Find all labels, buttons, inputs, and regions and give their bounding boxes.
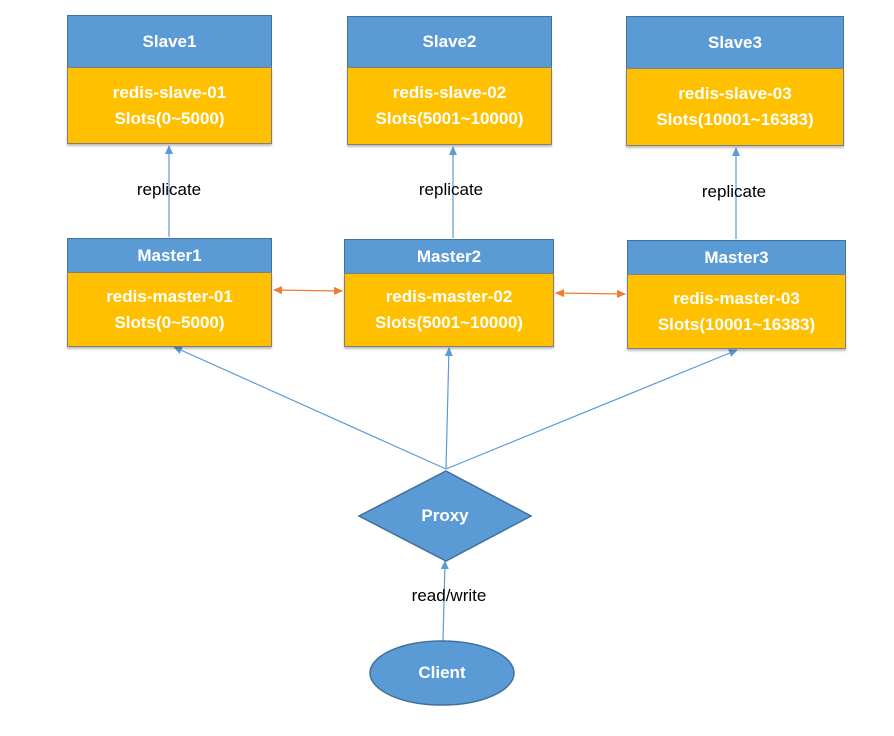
client-ellipse[interactable] [369,640,515,706]
proxy-edge-master3 [445,349,738,470]
client-edge-proxy [440,560,449,642]
proxy-diamond[interactable] [357,470,533,562]
master-name-2: redis-master-02 [385,287,513,306]
replicate-label-1: replicate [136,180,202,199]
proxy-edge-master2 [444,347,453,470]
master-node-1[interactable]: Master1 redis-master-01 Slots(0~5000) [67,238,272,347]
slave-node-2[interactable]: Slave2 redis-slave-02 Slots(5001~10000) [347,16,552,145]
slave-node-1[interactable]: Slave1 redis-slave-01 Slots(0~5000) [67,15,272,144]
slave-header-3: Slave3 [626,16,844,69]
master-link-1-2 [273,286,343,295]
slave-name-1: redis-slave-01 [112,82,227,102]
proxy-label: Proxy [421,506,469,525]
replicate-label-3: replicate [701,182,767,201]
master-body-2: redis-master-02 Slots(5001~10000) [344,273,554,347]
slave-slots-1: Slots(0~5000) [114,108,225,128]
master-link-2-3 [555,289,626,298]
master-body-3: redis-master-03 Slots(10001~16383) [627,274,846,349]
master-slots-2: Slots(5001~10000) [375,313,523,332]
slave-slots-3: Slots(10001~16383) [656,110,814,129]
master-node-3[interactable]: Master3 redis-master-03 Slots(10001~1638… [627,240,846,349]
master-header-1: Master1 [67,238,272,273]
slave-name-3: redis-slave-03 [678,84,792,103]
slave-slots-2: Slots(5001~10000) [375,109,524,128]
slave-node-3[interactable]: Slave3 redis-slave-03 Slots(10001~16383) [626,16,844,146]
master-slots-1: Slots(0~5000) [114,312,225,332]
slave-name-2: redis-slave-02 [392,83,507,102]
slave-body-3: redis-slave-03 Slots(10001~16383) [626,68,844,146]
master-body-1: redis-master-01 Slots(0~5000) [67,272,272,347]
master-slots-3: Slots(10001~16383) [657,314,816,334]
slave-body-1: redis-slave-01 Slots(0~5000) [67,67,272,144]
master-name-1: redis-master-01 [106,286,233,306]
master-header-3: Master3 [627,240,846,275]
replicate-label-2: replicate [418,180,484,199]
client-label: Client [418,663,466,682]
slave-header-2: Slave2 [347,16,552,68]
proxy-edge-master1 [173,346,447,470]
slave-body-2: redis-slave-02 Slots(5001~10000) [347,67,552,145]
master-header-2: Master2 [344,239,554,274]
master-name-3: redis-master-03 [673,288,800,308]
slave-header-1: Slave1 [67,15,272,68]
read-write-label: read/write [411,586,487,605]
master-node-2[interactable]: Master2 redis-master-02 Slots(5001~10000… [344,239,554,347]
